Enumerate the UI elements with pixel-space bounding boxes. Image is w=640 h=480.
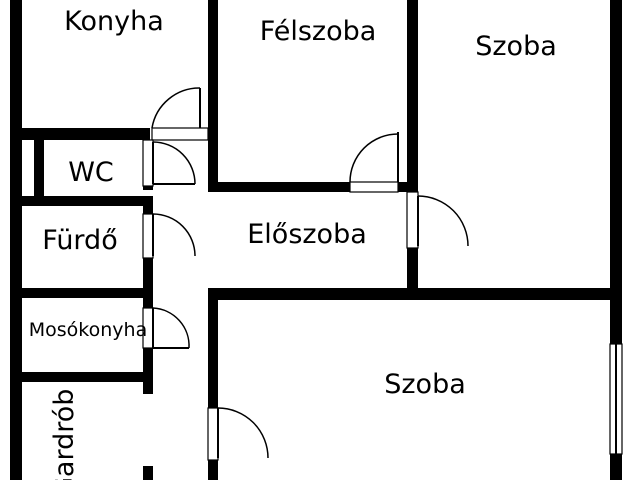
door-furdo xyxy=(142,213,196,259)
wall-szoba-bottom-top xyxy=(208,288,622,300)
wall-mosokonyha-right-low xyxy=(143,348,153,394)
room-label-furdo: Fürdő xyxy=(42,225,117,256)
room-label-konyha: Konyha xyxy=(64,6,164,37)
room-label-felszoba: Félszoba xyxy=(260,16,377,47)
room-label-mosokonyha: Mosókonyha xyxy=(29,319,147,341)
door-szoba-bottom xyxy=(207,407,269,461)
wall-felszoba-bottom-end xyxy=(398,182,418,192)
wall-szoba-eloszoba xyxy=(407,248,418,290)
wall-wc-bottom xyxy=(10,196,153,206)
wall-furdo-right xyxy=(143,206,153,216)
wall-felszoba-szoba xyxy=(407,0,418,192)
room-label-szoba-top: Szoba xyxy=(475,31,557,62)
room-label-wc: WC xyxy=(68,157,114,188)
wall-mosokonyha-right xyxy=(143,298,153,308)
door-konyha xyxy=(151,87,209,141)
wall-gardrob-right-bottom xyxy=(143,466,153,480)
door-szoba-top xyxy=(406,191,469,249)
door-wc xyxy=(142,139,196,187)
wall-szoba-bottom-left-low xyxy=(208,460,218,480)
room-label-eloszoba: Előszoba xyxy=(247,219,367,250)
wall-mosokonyha-bottom xyxy=(10,372,153,382)
door-felszoba xyxy=(349,132,399,193)
wall-felszoba-left-lower xyxy=(208,140,218,192)
wall-konyha-bottom xyxy=(10,128,150,140)
wall-felszoba-bottom xyxy=(208,182,350,192)
room-label-gardrob: Gardrób xyxy=(49,389,80,480)
outer-wall-left xyxy=(10,0,22,480)
wall-furdo-bottom xyxy=(10,288,153,298)
door-mosokonyha xyxy=(142,307,190,349)
wall-konyha-felszoba xyxy=(208,0,218,140)
wall-furdo-right-low xyxy=(143,256,153,296)
wall-wc-inner-left xyxy=(34,140,44,198)
room-label-szoba-bottom: Szoba xyxy=(384,369,466,400)
wall-szoba-bottom-left xyxy=(208,288,218,408)
